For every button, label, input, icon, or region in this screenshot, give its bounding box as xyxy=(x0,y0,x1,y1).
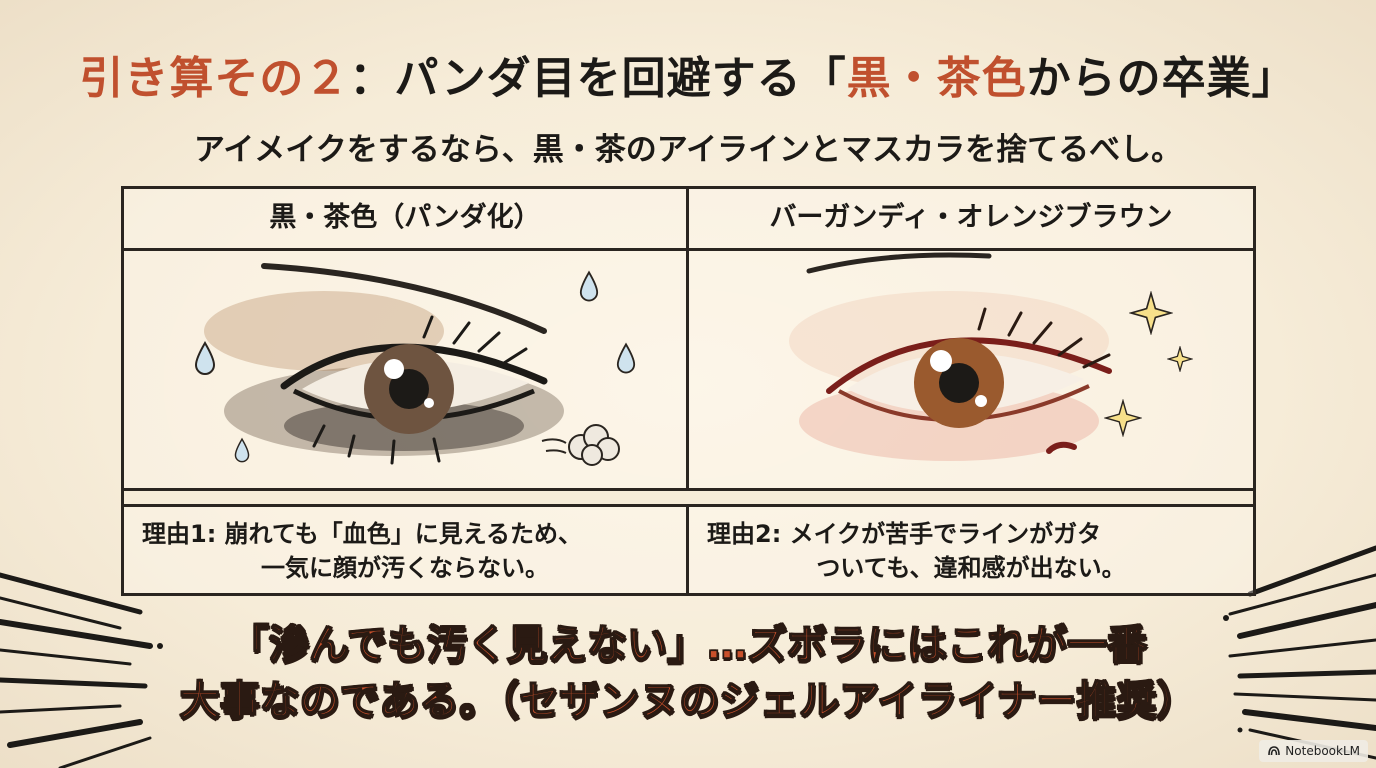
sparkle-icon xyxy=(1167,346,1193,372)
dust-puff-icon xyxy=(541,424,620,466)
left-header-label: 黒・茶色（パンダ化） xyxy=(269,202,541,233)
callout-line-1: 「滲んでも汚く見えない」…ズボラにはこれが一番 xyxy=(228,621,1148,669)
water-drop-icon xyxy=(579,270,599,302)
water-drop-icon xyxy=(616,342,636,374)
title-middle: ：パンダ目を回避する「 xyxy=(349,53,847,104)
title-suffix: からの卒業」 xyxy=(1026,53,1297,104)
reason-1-line-2: 一気に顔が汚くならない。 xyxy=(261,554,549,582)
notebooklm-badge: NotebookLM xyxy=(1259,740,1368,762)
right-header-cell: バーガンディ・オレンジブラウン xyxy=(689,189,1253,251)
water-drop-icon xyxy=(194,341,216,375)
burgundy-eye-illustration xyxy=(689,251,1253,491)
slide-subtitle: アイメイクをするなら、黒・茶のアイラインとマスカラを捨てるべし。 xyxy=(193,132,1183,168)
title-accent: 黒・茶色 xyxy=(846,53,1027,104)
reason-2-line-1: 理由2: メイクが苦手でラインがガタ xyxy=(707,520,1102,548)
callout-line-2: 大事なのである。（セザンヌのジェルアイライナー推奨） xyxy=(179,677,1197,725)
panda-eye-illustration xyxy=(124,251,689,491)
badge-label: NotebookLM xyxy=(1285,744,1360,758)
slide-title: 引き算その２：パンダ目を回避する「黒・茶色からの卒業」 xyxy=(0,42,1376,106)
reason-2-cell: 理由2: メイクが苦手でラインがガタ ついても、違和感が出ない。 xyxy=(689,507,1253,593)
sparkle-icon xyxy=(1129,291,1173,335)
table-divider xyxy=(124,491,1253,507)
notebooklm-logo-icon xyxy=(1268,746,1281,756)
reason-1-cell: 理由1: 崩れても「血色」に見えるため、 一気に顔が汚くならない。 xyxy=(124,507,689,593)
left-header-cell: 黒・茶色（パンダ化） xyxy=(124,189,689,251)
reason-2-line-2: ついても、違和感が出ない。 xyxy=(816,554,1126,582)
emphasis-callout: 「滲んでも汚く見えない」…ズボラにはこれが一番 大事なのである。（セザンヌのジェ… xyxy=(0,617,1376,729)
comparison-table: 黒・茶色（パンダ化） バーガンディ・オレンジブラウン xyxy=(121,186,1256,596)
title-prefix: 引き算その２ xyxy=(79,53,350,104)
sparkle-icon xyxy=(1104,399,1142,437)
water-drop-icon xyxy=(234,437,250,463)
reason-1-line-1: 理由1: 崩れても「血色」に見えるため、 xyxy=(142,520,583,548)
right-header-label: バーガンディ・オレンジブラウン xyxy=(769,202,1173,233)
